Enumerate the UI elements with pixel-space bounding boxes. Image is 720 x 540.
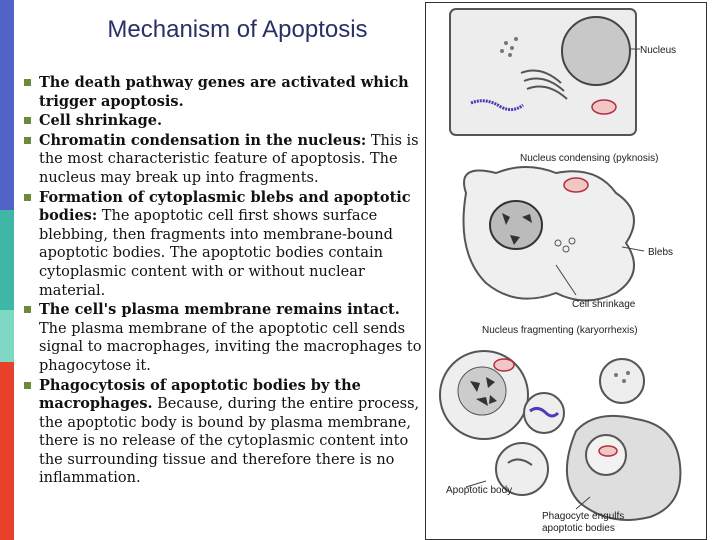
mitochondrion-icon xyxy=(493,358,515,372)
bullet-bold-text: Cell shrinkage. xyxy=(39,112,163,130)
mitochondrion-icon xyxy=(591,99,617,115)
square-bullet-icon xyxy=(24,381,31,389)
label-condensing: Nucleus condensing (pyknosis) xyxy=(520,153,658,164)
apoptosis-diagram: Nucleus Nucleus condensing (pyknosis) Bl… xyxy=(425,2,707,540)
condensing-cell xyxy=(462,166,645,302)
label-apoptotic-body: Apoptotic body xyxy=(446,485,512,496)
square-bullet-icon xyxy=(24,306,31,314)
accent-segment-blue xyxy=(0,0,14,210)
bullet-item: The cell's plasma membrane remains intac… xyxy=(24,301,424,375)
square-bullet-icon xyxy=(24,136,31,144)
bullet-bold-text: The cell's plasma membrane remains intac… xyxy=(39,301,400,319)
apoptosis-diagram-svg: Nucleus Nucleus condensing (pyknosis) Bl… xyxy=(439,8,682,534)
normal-cell xyxy=(449,8,640,136)
label-phagocyte-line1: Phagocyte engulfs xyxy=(542,511,624,522)
bullet-bold-text: Chromatin condensation in the nucleus: xyxy=(39,131,367,149)
label-fragmenting: Nucleus fragmenting (karyorrhexis) xyxy=(482,325,638,336)
bullet-list: The death pathway genes are activated wh… xyxy=(24,74,424,489)
bullet-bold-text: The death pathway genes are activated wh… xyxy=(39,74,409,110)
mitochondrion-icon xyxy=(563,177,589,193)
bullet-text: This is the most characteristic feature … xyxy=(39,132,419,186)
left-accent-bar xyxy=(0,0,14,540)
fragmenting-cell xyxy=(439,350,645,496)
phagocyte xyxy=(566,414,682,521)
condensed-nucleus-shape xyxy=(489,200,543,250)
mitochondrion-icon xyxy=(598,445,618,457)
bullet-text: The plasma membrane of the apoptotic cel… xyxy=(39,320,422,374)
label-blebs: Blebs xyxy=(648,247,673,258)
bullet-bold-text: Formation of cytoplasmic blebs and apopt… xyxy=(39,188,411,225)
nucleus-shape xyxy=(561,16,631,86)
bullet-item: Formation of cytoplasmic blebs and apopt… xyxy=(24,189,424,301)
accent-segment-mint xyxy=(0,310,14,362)
accent-segment-teal xyxy=(0,210,14,310)
label-nucleus: Nucleus xyxy=(640,45,676,56)
square-bullet-icon xyxy=(24,193,31,201)
bullet-bold-text: Phagocytosis of apoptotic bodies by the … xyxy=(39,376,361,413)
er-icon xyxy=(529,406,560,418)
accent-segment-red xyxy=(0,362,14,540)
square-bullet-icon xyxy=(24,79,31,86)
bullet-text: The apoptotic cell first shows surface b… xyxy=(39,208,393,299)
bullet-item: Cell shrinkage. xyxy=(24,112,424,131)
bullet-item: Phagocytosis of apoptotic bodies by the … xyxy=(24,377,424,489)
bullet-item: Chromatin condensation in the nucleus: T… xyxy=(24,132,424,188)
slide-title: Mechanism of Apoptosis xyxy=(107,16,368,43)
bullet-text: Because, during the entire process, the … xyxy=(39,396,420,487)
square-bullet-icon xyxy=(24,117,31,125)
bullet-item: The death pathway genes are activated wh… xyxy=(24,74,424,111)
label-shrinkage: Cell shrinkage xyxy=(572,299,636,310)
golgi-icon xyxy=(520,69,568,100)
label-phagocyte-line2: apoptotic bodies xyxy=(542,523,615,534)
er-icon xyxy=(470,99,524,112)
